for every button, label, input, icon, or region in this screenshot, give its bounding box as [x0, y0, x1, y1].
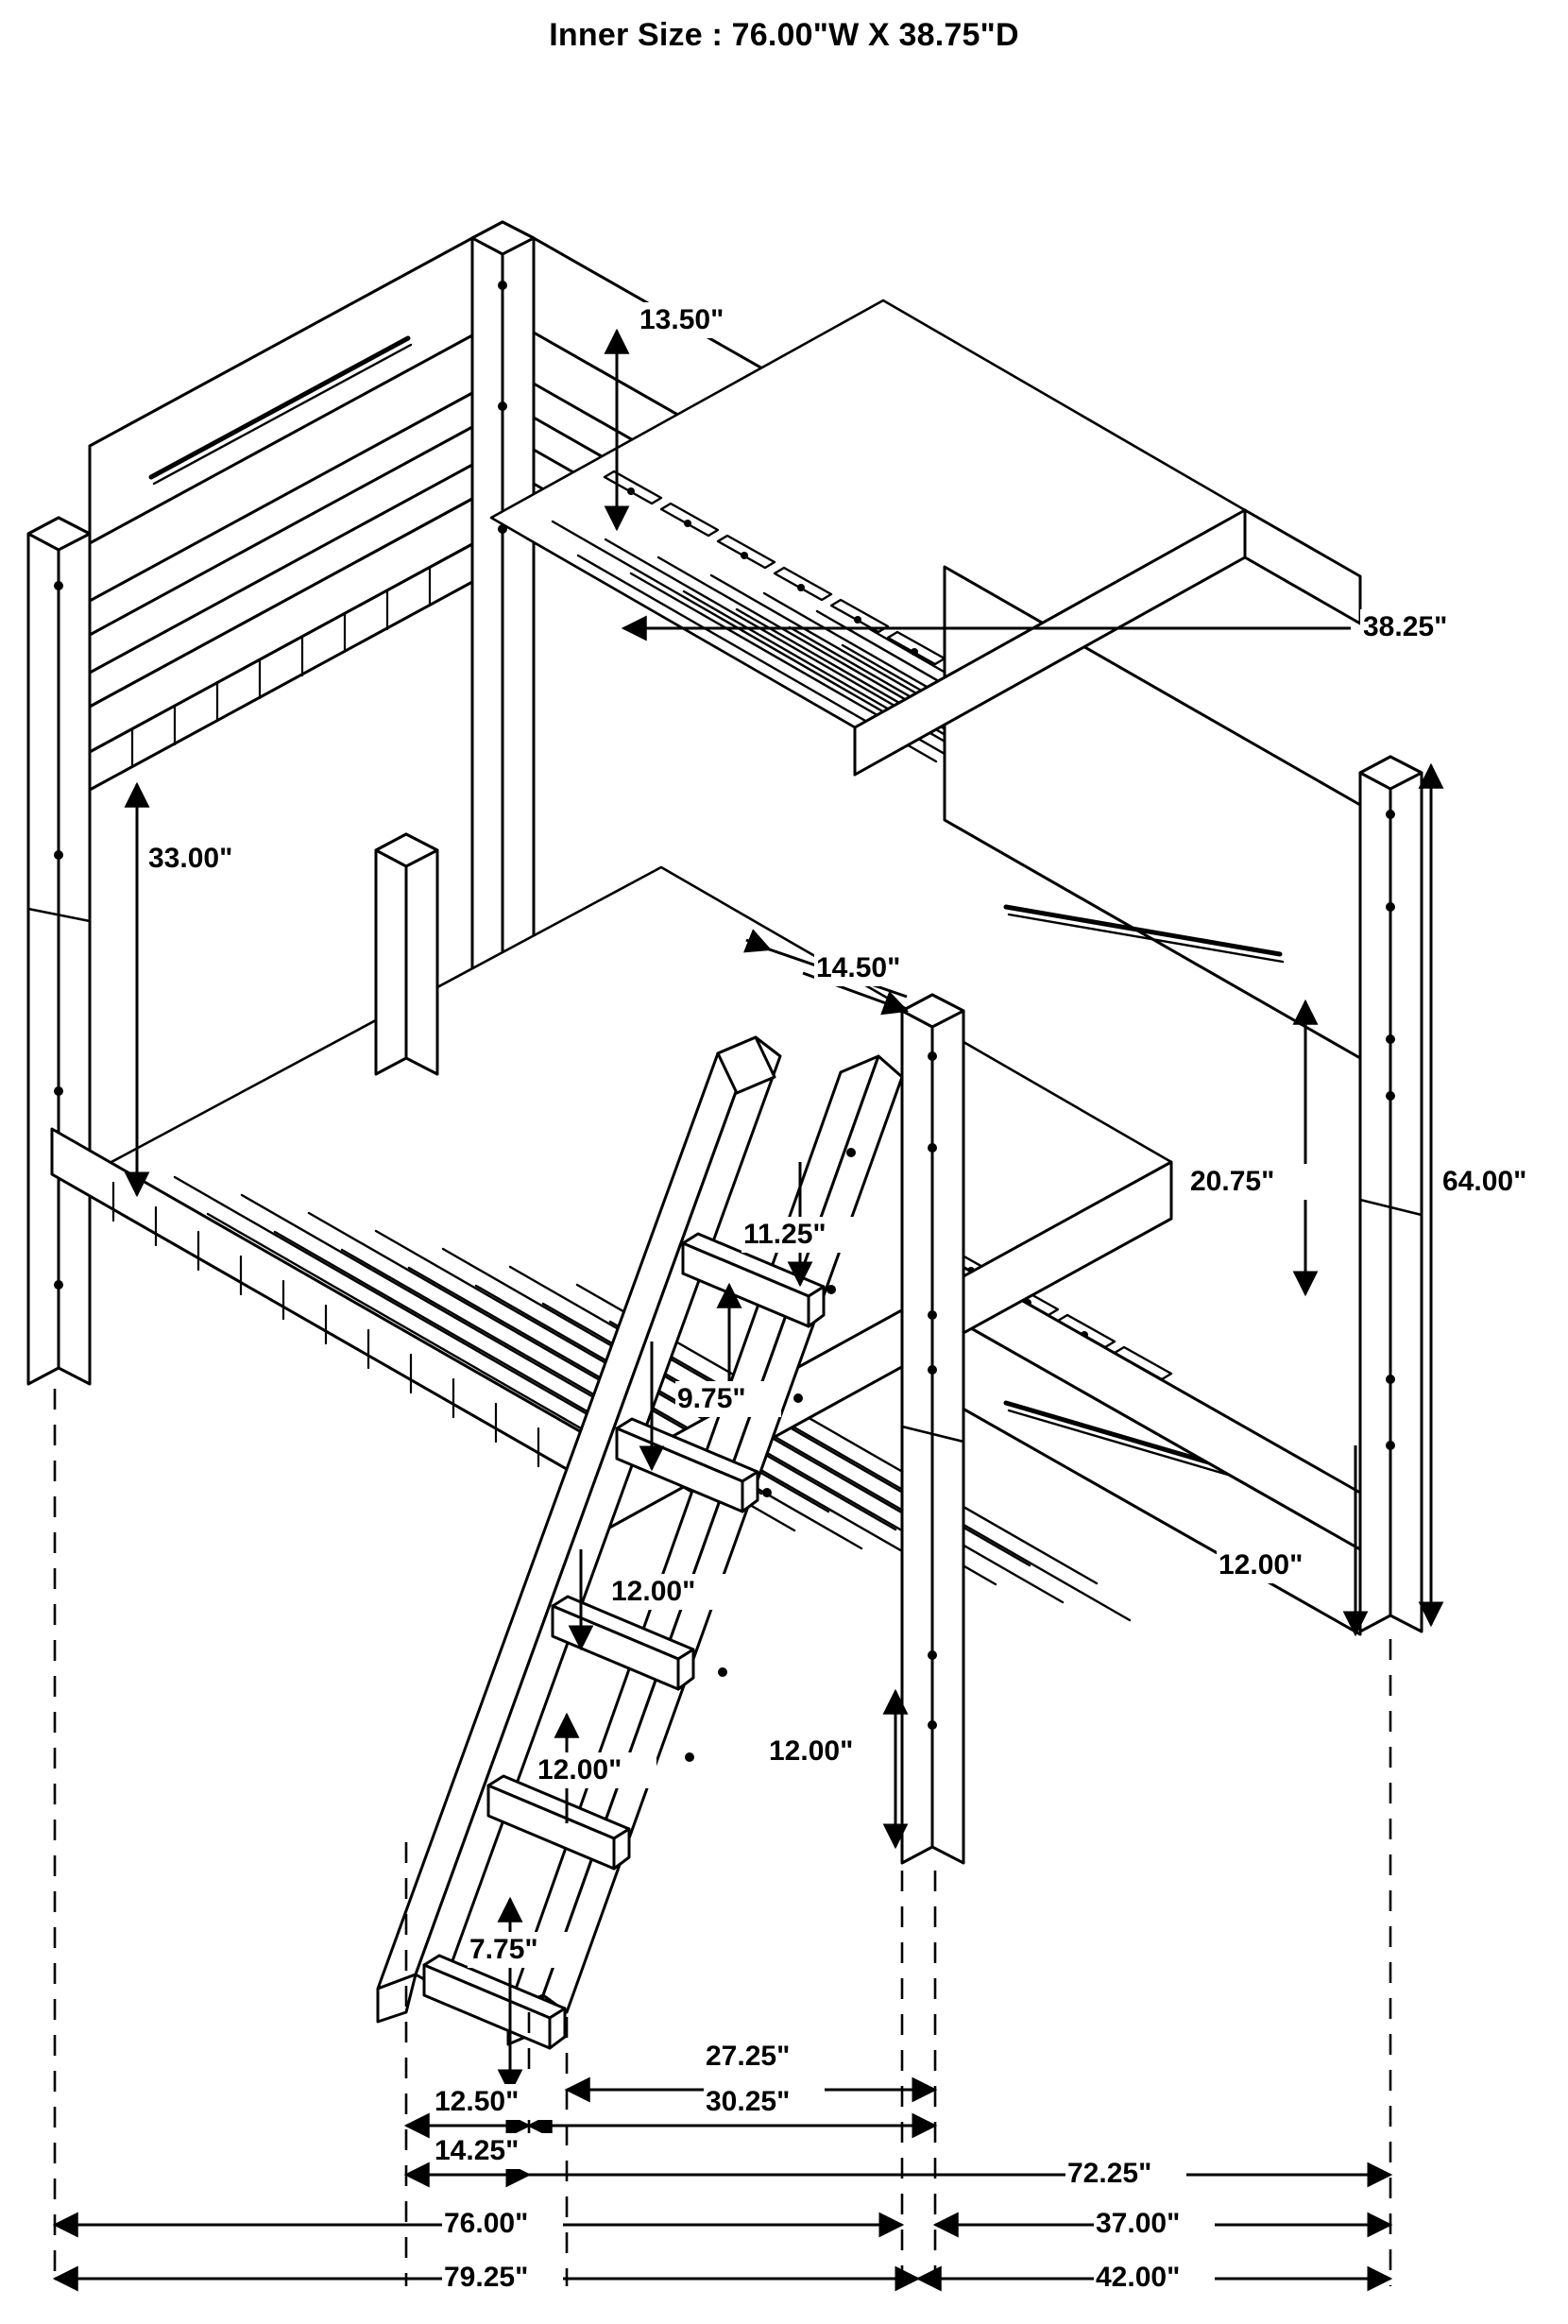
dim-text-38-25: 38.25": [1363, 611, 1447, 642]
dim-label-9-75: 9.75": [675, 1381, 781, 1417]
dim-label-14-50: 14.50": [814, 950, 935, 986]
page-title: Inner Size : 76.00"W X 38.75"D: [549, 17, 1019, 53]
upper-bed-side-rail-right: [853, 508, 1247, 777]
dim-label-7-75: 7.75": [468, 1932, 573, 1968]
dim-label-79-25: 79.25": [442, 2261, 563, 2297]
upper-footboard-panel: [943, 565, 1362, 1060]
dim-text-76-00: 76.00": [444, 2208, 528, 2239]
dim-text-14-25: 14.25": [435, 2135, 519, 2166]
dim-label-38-25: 38.25": [1360, 609, 1483, 645]
dim-label-76-00: 76.00": [442, 2207, 563, 2243]
dim-text-72-25: 72.25": [1067, 2158, 1151, 2189]
dim-text-12-50: 12.50": [435, 2086, 519, 2117]
dim-text-27-25: 27.25": [706, 2041, 790, 2072]
dim-label-11-25: 11.25": [741, 1217, 862, 1253]
dim-label-13-50: 13.50": [638, 302, 756, 338]
post-center-front: [900, 993, 965, 1865]
dim-text-11-25: 11.25": [743, 1219, 827, 1250]
post-right-front: [1358, 755, 1423, 1633]
upper-bed-end-rail-right: [1243, 508, 1362, 625]
dim-label-14-25: 14.25": [433, 2133, 554, 2169]
dim-label-12-00-b: 12.00": [536, 1752, 656, 1788]
dim-label-20-75: 20.75": [1188, 1164, 1309, 1200]
post-head-left-upper: [470, 220, 536, 1000]
dim-label-12-00-a: 12.00": [609, 1574, 730, 1610]
ladder: [376, 1035, 904, 2050]
dim-label-27-25: 27.25": [704, 2039, 825, 2075]
post-front-left-mid: [374, 832, 439, 1076]
dim-text-20-75: 20.75": [1190, 1166, 1274, 1197]
dim-label-72-25: 72.25": [1065, 2157, 1186, 2193]
dim-text-12-00-right: 12.00": [1219, 1549, 1303, 1581]
dim-text-12-00-a: 12.00": [611, 1576, 695, 1607]
dim-text-13-50: 13.50": [639, 304, 724, 335]
dim-label-42-00: 42.00": [1094, 2261, 1215, 2297]
dim-text-79-25: 79.25": [444, 2262, 528, 2293]
dim-text-30-25: 30.25": [706, 2086, 790, 2117]
ladder-tread-5: [422, 1954, 567, 2050]
dim-label-37-00: 37.00": [1094, 2207, 1215, 2243]
dim-text-7-75: 7.75": [469, 1934, 538, 1965]
upper-bed-side-rail-left: [88, 497, 474, 792]
ladder-head-bracket: [716, 1035, 776, 1095]
dimension-labels: 13.50" 38.25" 33.00" 14.50" 11.25" 9.75": [146, 302, 1561, 2297]
dim-text-37-00: 37.00": [1096, 2208, 1180, 2239]
dim-text-14-50: 14.50": [816, 952, 900, 983]
post-back-left: [26, 516, 92, 1386]
bunk-bed-assembly: [26, 220, 1423, 2050]
dim-label-33-00: 33.00": [146, 841, 267, 877]
ladder-tread-1: [681, 1232, 826, 1328]
dim-label-12-00-right: 12.00": [1217, 1547, 1338, 1583]
dim-label-12-00-post: 12.00": [767, 1734, 888, 1769]
dim-text-9-75: 9.75": [677, 1383, 746, 1414]
dim-text-33-00: 33.00": [148, 843, 232, 874]
dim-arrow-14-50-a: [743, 929, 773, 953]
dim-label-12-50: 12.50": [433, 2084, 554, 2120]
dim-text-12-00-post: 12.00": [769, 1735, 853, 1767]
dim-label-30-25: 30.25": [704, 2084, 825, 2120]
dim-text-64-00: 64.00": [1442, 1166, 1526, 1197]
dim-text-12-00-b: 12.00": [537, 1754, 622, 1786]
dim-text-42-00: 42.00": [1096, 2262, 1180, 2293]
dim-label-64-00: 64.00": [1440, 1164, 1561, 1200]
ladder-tread-4: [486, 1774, 631, 1871]
